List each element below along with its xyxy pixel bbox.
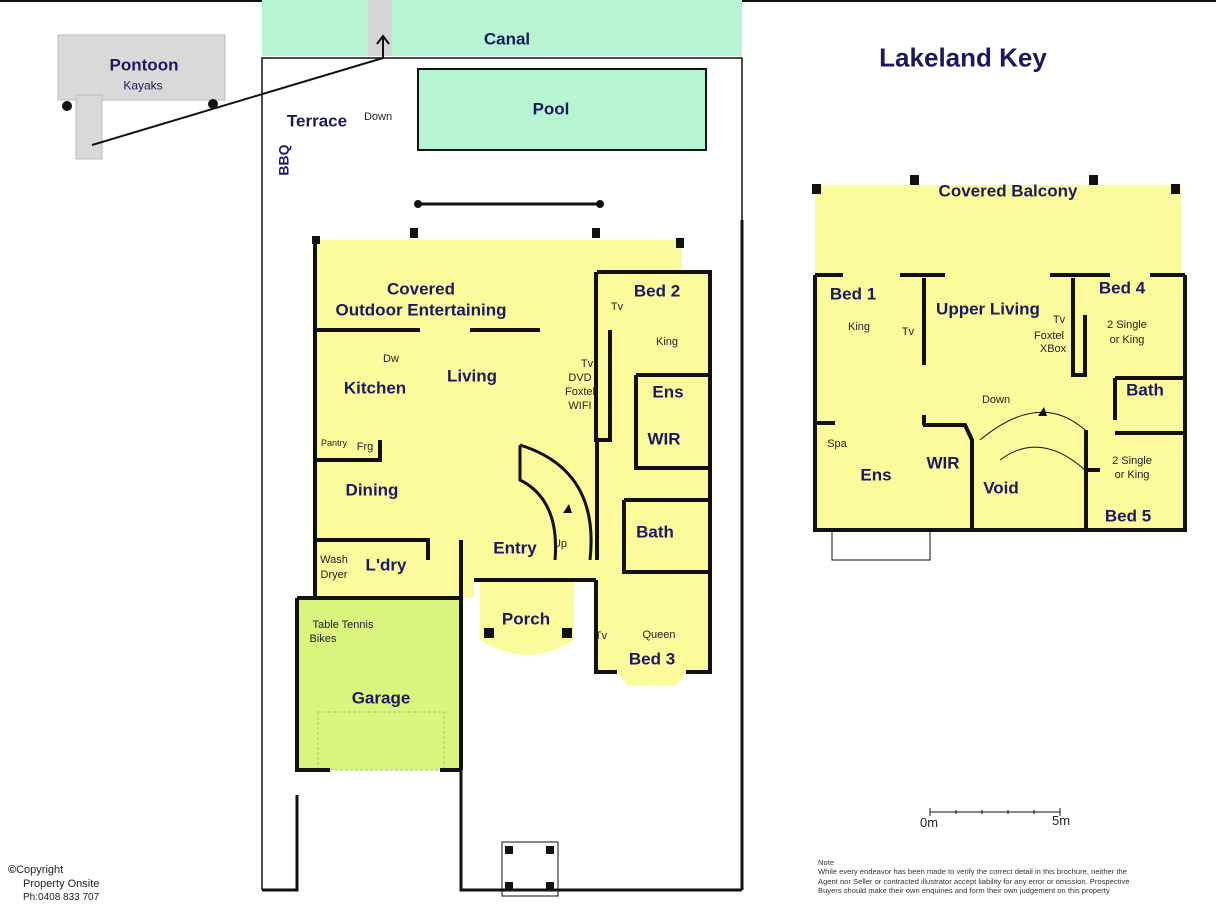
note-heading: Note [818, 858, 835, 867]
boundary [262, 795, 299, 892]
arrow-up-icon [376, 34, 390, 45]
porch-area [480, 580, 574, 655]
label-queen: Queen [642, 628, 676, 641]
balcony-area [815, 185, 1181, 275]
label-bed2: Bed 2 [633, 281, 681, 301]
label-covered-outdoor: Covered [386, 279, 456, 299]
label-dryer: Dryer [320, 568, 348, 581]
label-ens: Ens [652, 382, 684, 402]
label-down: Down [363, 110, 393, 123]
label-foxtel: Foxtel [565, 385, 595, 398]
label-tv: Tv [901, 325, 915, 338]
label-bath: Bath [1126, 380, 1164, 400]
label-ens: Ens [860, 465, 892, 485]
jetty-walkway [368, 0, 392, 56]
upper-staircase [979, 411, 1086, 472]
label-covered-balcony: Covered Balcony [938, 181, 1078, 201]
label-wifi: WIFI [568, 399, 592, 412]
label-frg: Frg [356, 440, 374, 453]
label-king: King [655, 335, 679, 348]
gate [501, 841, 559, 897]
copyright-phone: Ph:0408 833 707 [23, 891, 100, 903]
label-bed4: Bed 4 [1098, 278, 1146, 298]
label-bbq: BBQ [275, 144, 292, 176]
label-bed1: Bed 1 [829, 284, 877, 304]
pontoon-area [57, 34, 226, 101]
upper-floor-walls [813, 273, 1187, 532]
label-void: Void [983, 478, 1019, 498]
pool-area [417, 68, 707, 151]
label-pontoon: Pontoon [109, 55, 179, 75]
label-bed4-beds: 2 Single [1107, 318, 1147, 331]
ground-floor-walls [295, 240, 712, 772]
label-tv: Tv [1052, 313, 1066, 326]
copyright-icon: © [8, 864, 17, 876]
scale-start: 0m [919, 814, 939, 830]
garage-area [297, 598, 461, 770]
label-bath: Bath [636, 522, 674, 542]
pontoon-ramp [75, 94, 103, 160]
label-dw: Dw [383, 352, 399, 365]
label-pantry: Pantry [320, 438, 348, 449]
label-king: King [847, 320, 871, 333]
label-dvd: DVD [568, 371, 592, 384]
label-porch: Porch [501, 609, 551, 629]
scale-bar [929, 808, 1061, 816]
label-laundry: L'dry [365, 555, 407, 575]
stairs-arrow-icon [563, 504, 572, 513]
label-tv: Tv [594, 629, 608, 642]
scale-end: 5m [1051, 812, 1071, 828]
label-table-tennis: Table Tennis [312, 618, 374, 631]
staircase [519, 443, 593, 561]
label-bed4-beds: or King [1109, 333, 1145, 346]
label-wash: Wash [320, 553, 348, 566]
label-wir: WIR [647, 429, 681, 449]
upper-floor-interior [815, 275, 1185, 530]
note-text: While every endeavor has been made to ve… [818, 867, 1127, 877]
label-bed5-beds: or King [1114, 468, 1150, 481]
page-title: Lakeland Key [879, 42, 1047, 73]
note-text: Agent nor Seller or contracted illustrat… [818, 876, 1130, 886]
label-spa: Spa [827, 437, 847, 450]
stairs-arrow-icon [1038, 407, 1047, 416]
disclaimer-note: Note While every endeavor has been made … [818, 858, 1129, 896]
pontoon-post [62, 101, 72, 111]
label-foxtel: Foxtel [1034, 329, 1064, 342]
label-bed5: Bed 5 [1104, 506, 1152, 526]
label-canal: Canal [483, 29, 531, 49]
note-text: Buyers should make their own enquiries a… [818, 886, 1110, 896]
pontoon-post [208, 99, 218, 109]
garage-door-outline [317, 711, 445, 771]
label-dining: Dining [345, 480, 399, 500]
label-kitchen: Kitchen [343, 378, 407, 398]
copyright-line: Copyright [16, 864, 64, 876]
label-bikes: Bikes [309, 632, 337, 645]
label-tv: Tv [580, 357, 594, 370]
label-bed5-beds: 2 Single [1112, 454, 1152, 467]
copyright-company: Property Onsite [23, 877, 100, 890]
canal-area [262, 0, 742, 56]
label-upper-living: Upper Living [936, 299, 1040, 319]
label-up: Up [552, 537, 568, 550]
label-terrace: Terrace [286, 111, 348, 131]
label-xbox: XBox [1039, 342, 1067, 355]
label-garage: Garage [351, 688, 411, 708]
label-kayaks: Kayaks [123, 78, 163, 93]
label-tv: Tv [610, 300, 624, 313]
label-down: Down [981, 393, 1011, 406]
label-bed3: Bed 3 [628, 649, 676, 669]
label-entry: Entry [493, 538, 537, 558]
copyright: ©Copyright Property Onsite Ph:0408 833 7… [8, 864, 99, 904]
label-wir: WIR [926, 453, 960, 473]
upper-porch-outline [831, 530, 931, 561]
label-pool: Pool [532, 99, 570, 119]
label-covered-outdoor: Outdoor Entertaining [335, 300, 507, 320]
boundary [261, 57, 743, 890]
label-living: Living [446, 366, 498, 386]
